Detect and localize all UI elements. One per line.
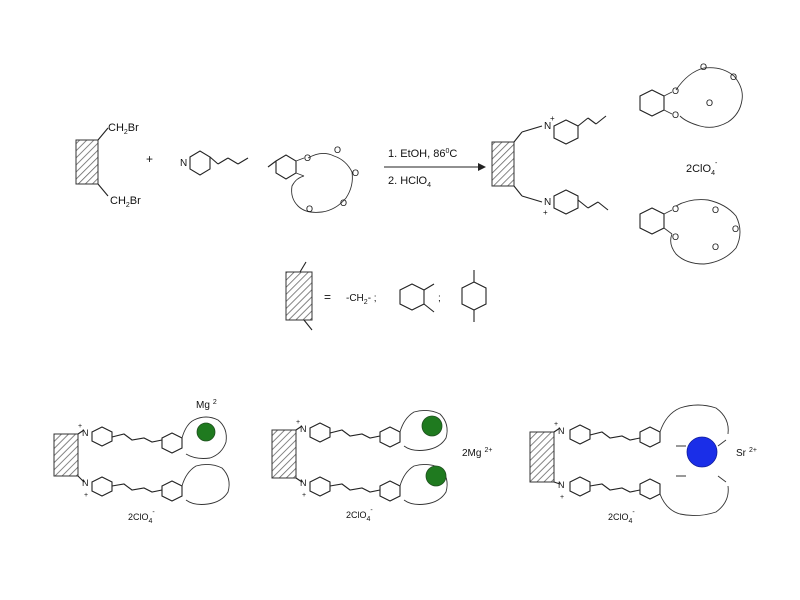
mg-ion-sphere-top bbox=[421, 415, 443, 437]
svg-text:N: N bbox=[558, 426, 565, 436]
svg-text:O: O bbox=[672, 232, 679, 242]
complex-2-counter-ion: 2ClO4- bbox=[346, 507, 373, 523]
svg-text:O: O bbox=[306, 204, 313, 214]
spacer-legend: = -CH2- ; ; bbox=[285, 261, 487, 331]
svg-text:O: O bbox=[340, 198, 347, 208]
ch2br-bottom-label: CH2Br bbox=[110, 195, 141, 209]
svg-text:+: + bbox=[560, 494, 564, 501]
svg-text:O: O bbox=[712, 242, 719, 252]
vinyl-benzo-crown-ether: O O O O O bbox=[267, 145, 359, 214]
svg-text:N: N bbox=[82, 428, 89, 438]
plus-sign: + bbox=[146, 152, 153, 166]
svg-text:+: + bbox=[550, 114, 555, 123]
hatched-aryl-block bbox=[75, 139, 99, 185]
legend-equals: = bbox=[324, 290, 331, 304]
svg-text:O: O bbox=[706, 98, 713, 108]
hatched-aryl-block bbox=[491, 141, 515, 187]
bis-pyridinium-product: N + N + bbox=[491, 114, 609, 217]
hatched-aryl-block bbox=[53, 433, 79, 477]
svg-text:O: O bbox=[730, 72, 737, 82]
svg-text:N: N bbox=[300, 478, 307, 488]
svg-text:O: O bbox=[672, 86, 679, 96]
crown-ether-bottom-right: O O O O O bbox=[639, 199, 741, 265]
ch2br-top-label: CH2Br bbox=[108, 122, 139, 136]
svg-text:O: O bbox=[712, 205, 719, 215]
n-plus-top: N bbox=[544, 121, 551, 132]
svg-text:+: + bbox=[302, 492, 306, 499]
hatched-aryl-block bbox=[285, 271, 313, 321]
complex-1-counter-ion: 2ClO4- bbox=[128, 509, 155, 525]
mg-ion-sphere-bottom bbox=[425, 465, 447, 487]
svg-text:O: O bbox=[672, 110, 679, 120]
svg-text:+: + bbox=[78, 423, 82, 430]
complex-3-counter-ion: 2ClO4- bbox=[608, 509, 635, 525]
svg-text:N: N bbox=[300, 424, 307, 434]
hatched-aryl-block bbox=[271, 429, 297, 479]
pyridine-n-label: N bbox=[180, 158, 187, 169]
crown-ether-top-right: O O O O O bbox=[639, 62, 743, 128]
svg-text:N: N bbox=[82, 478, 89, 488]
mg-ion-sphere bbox=[196, 422, 216, 442]
svg-text:+: + bbox=[554, 421, 558, 428]
condition-step-1: 1. EtOH, 860C bbox=[388, 148, 457, 160]
svg-text:O: O bbox=[700, 62, 707, 72]
svg-text:O: O bbox=[304, 153, 311, 163]
product-counter-ion: 2ClO4- bbox=[686, 160, 718, 177]
legend-ch2-linker: -CH2- ; bbox=[346, 293, 377, 306]
condition-step-2: 2. HClO4 bbox=[388, 175, 431, 189]
svg-text:+: + bbox=[296, 419, 300, 426]
legend-separator: ; bbox=[438, 293, 441, 304]
svg-text:+: + bbox=[84, 492, 88, 499]
sr-ion-sphere bbox=[686, 436, 718, 468]
svg-text:N: N bbox=[558, 480, 565, 490]
reaction-arrow bbox=[384, 163, 486, 171]
svg-text:O: O bbox=[732, 224, 739, 234]
svg-text:+: + bbox=[543, 208, 548, 217]
svg-text:O: O bbox=[334, 145, 341, 155]
svg-text:O: O bbox=[352, 168, 359, 178]
n-plus-bottom: N bbox=[544, 197, 551, 208]
bis-bromomethyl-arene: CH2Br CH2Br bbox=[75, 122, 141, 209]
svg-text:O: O bbox=[672, 204, 679, 214]
vinylpyridine: N bbox=[180, 150, 249, 176]
hatched-aryl-block bbox=[529, 431, 555, 483]
